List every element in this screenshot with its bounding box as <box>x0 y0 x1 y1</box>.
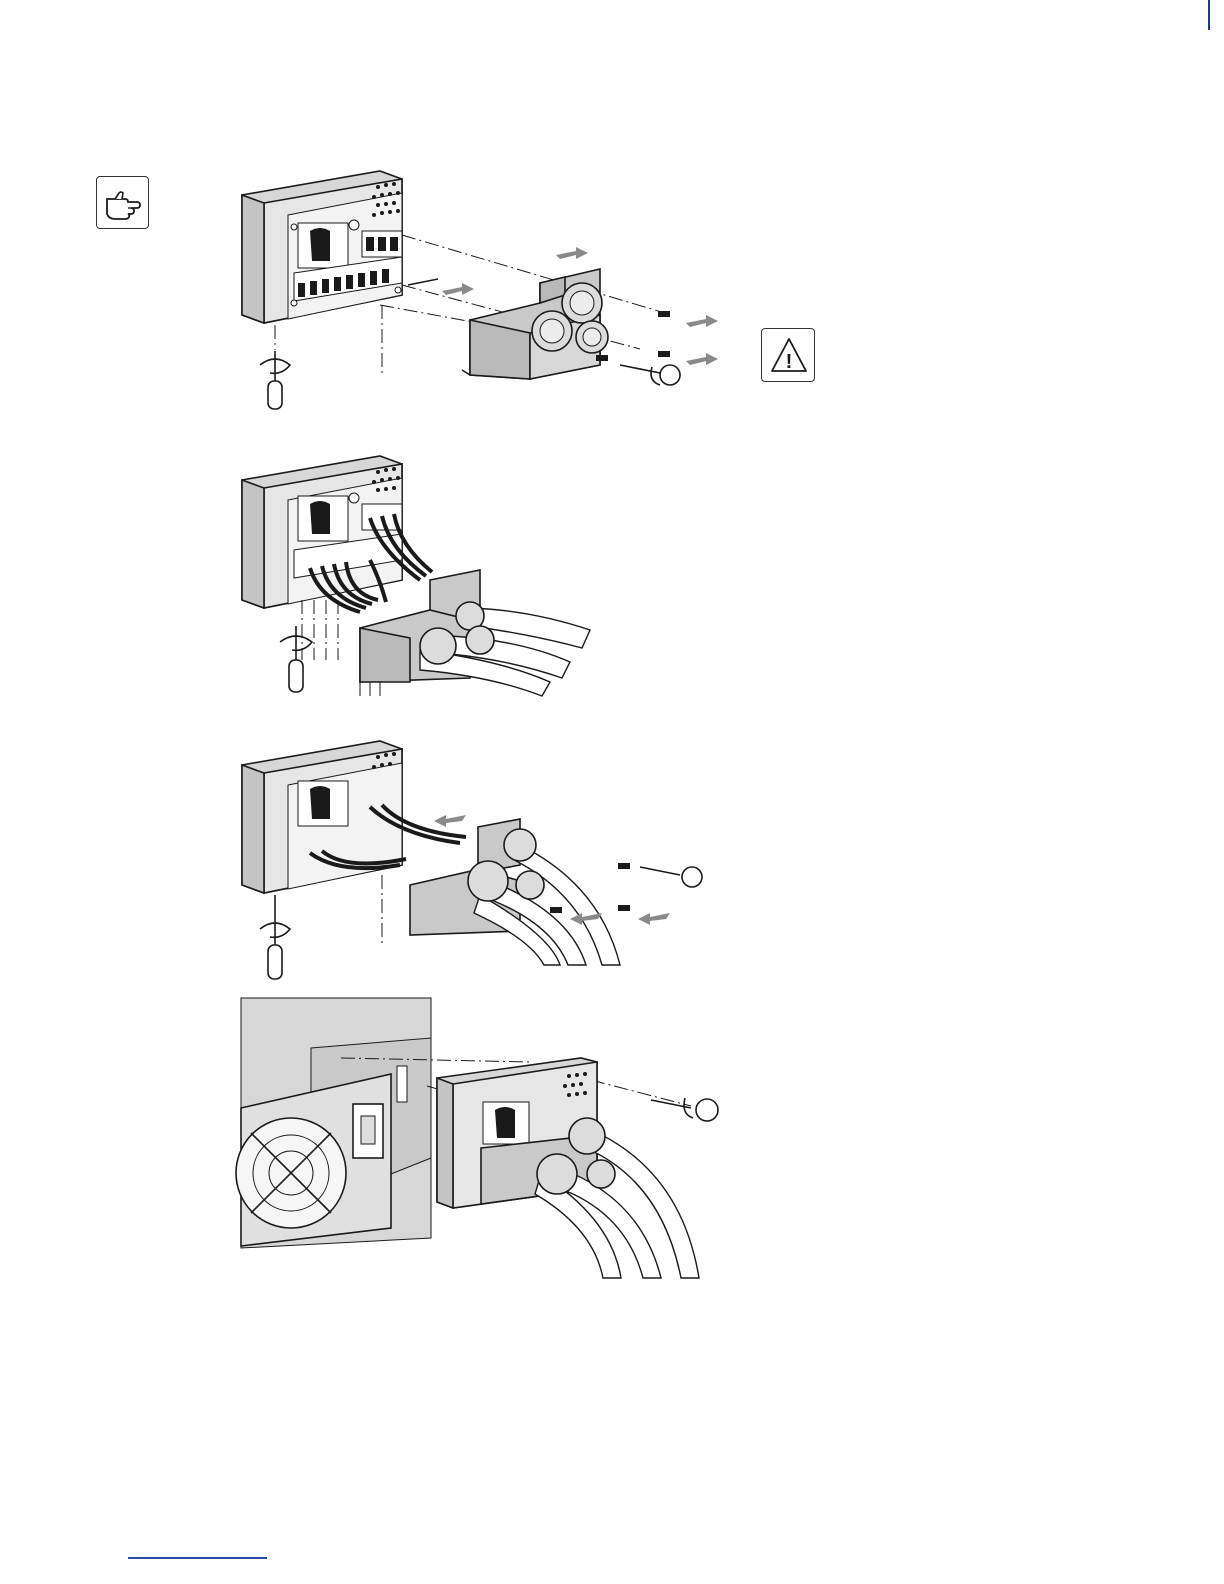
remove-cover-step-illustration <box>230 165 830 415</box>
ups-unit <box>236 998 431 1248</box>
page-edge-line <box>1208 0 1210 30</box>
connection-box <box>242 741 402 893</box>
note-pointing-hand-icon <box>96 176 149 229</box>
footer-rule <box>128 1557 267 1559</box>
connect-cables-step-illustration <box>230 450 610 710</box>
cable-cover <box>462 269 608 379</box>
mount-module-step-illustration <box>241 998 741 1278</box>
refit-cover-step-illustration <box>230 735 730 985</box>
screwdriver-icon <box>260 351 290 409</box>
screwdriver-icon <box>280 626 312 692</box>
screwdriver-icon <box>620 365 680 385</box>
connection-box <box>242 171 402 323</box>
screwdriver-icon <box>260 895 290 979</box>
